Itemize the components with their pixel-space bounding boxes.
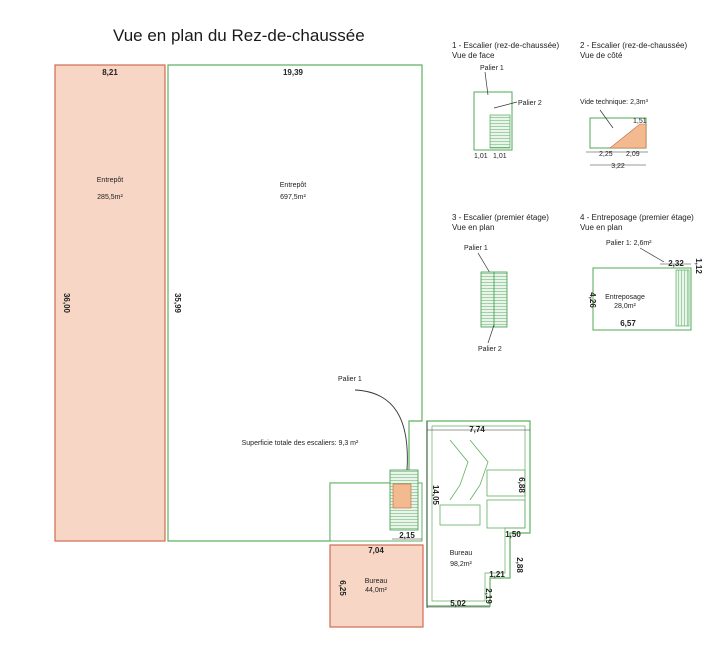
detail4-area: 28,0m²: [614, 303, 636, 310]
detail2-h: 1,51: [633, 118, 647, 125]
entrepot-main-length: 35,99: [173, 293, 182, 314]
detail4-d1: 2,32: [668, 259, 684, 268]
detail4-h: 4,26: [588, 292, 597, 308]
detail-3: 3 - Escalier (premier étage) Vue en plan…: [452, 213, 549, 353]
detail4-palier: Palier 1: 2,6m²: [606, 240, 652, 247]
detail-4: 4 - Entreposage (premier étage) Vue en p…: [580, 213, 703, 331]
detail3-title: 3 - Escalier (premier étage): [452, 213, 549, 222]
detail1-subtitle: Vue de face: [452, 51, 495, 60]
bureau-small-area: 44,0m²: [365, 587, 387, 594]
entrepot-main-room: 19,39 Entrepôt 697,5m² 35,99: [167, 64, 423, 542]
detail3-palier1: Palier 1: [464, 245, 488, 252]
dim-top: 7,74: [469, 425, 485, 434]
bureau-large-room: [426, 420, 531, 607]
bureau-large-name: Bureau: [450, 550, 473, 557]
palier-leader-line: [354, 389, 408, 471]
stairs-total-label: Superficie totale des escaliers: 9,3 m²: [242, 440, 359, 447]
dim-219: 2,19: [484, 588, 493, 604]
bureau-small-height: 6,25: [338, 580, 347, 596]
detail2-subtitle: Vue de côté: [580, 51, 623, 60]
stair-dim: 2,15: [399, 531, 415, 540]
palier-label: Palier 1: [338, 376, 362, 383]
dim-right: 6,88: [517, 477, 526, 493]
bureau-small-name: Bureau: [365, 578, 388, 585]
entrepot-left-width: 8,21: [102, 68, 118, 77]
detail1-dim-a: 1,01: [474, 153, 488, 160]
detail1-title: 1 - Escalier (rez-de-chaussée): [452, 41, 559, 50]
entrepot-left-length: 36,00: [62, 293, 71, 314]
dim-502: 5,02: [450, 599, 466, 608]
bureau-large-area: 98,2m²: [450, 561, 472, 568]
detail4-name: Entreposage: [605, 294, 645, 301]
entrepot-main-name: Entrepôt: [280, 182, 307, 189]
detail-1: 1 - Escalier (rez-de-chaussée) Vue de fa…: [452, 41, 559, 160]
page-title: Vue en plan du Rez-de-chaussée: [113, 26, 365, 45]
detail4-subtitle: Vue en plan: [580, 223, 622, 232]
detail3-subtitle: Vue en plan: [452, 223, 494, 232]
detail2-vide: Vide technique: 2,3m³: [580, 99, 649, 106]
dim-121: 1,21: [489, 570, 505, 579]
detail2-total: 3,22: [611, 163, 625, 170]
detail3-palier2: Palier 2: [478, 346, 502, 353]
bureau-small-room: 7,04 6,25 Bureau 44,0m²: [329, 544, 424, 628]
detail1-dim-b: 1,01: [493, 153, 507, 160]
bureau-small-width: 7,04: [368, 546, 384, 555]
detail4-w: 6,57: [620, 319, 636, 328]
dim-left: 14,05: [431, 485, 440, 506]
detail1-palier2: Palier 2: [518, 100, 542, 107]
detail1-palier1: Palier 1: [480, 65, 504, 72]
dim-288: 2,88: [515, 557, 524, 573]
detail2-d2: 2,09: [626, 151, 640, 158]
dim-150: 1,50: [505, 530, 521, 539]
detail2-d1: 2,25: [599, 151, 613, 158]
detail4-title: 4 - Entreposage (premier étage): [580, 213, 694, 222]
entrepot-left-area: 285,5m²: [97, 194, 123, 201]
detail-2: 2 - Escalier (rez-de-chaussée) Vue de cô…: [580, 41, 687, 170]
detail4-d2: 1,12: [694, 258, 703, 274]
entrepot-left-name: Entrepôt: [97, 177, 124, 184]
main-stair-area: 2,15 Palier 1 Superficie totale des esca…: [242, 376, 423, 542]
entrepot-main-width: 19,39: [283, 68, 304, 77]
entrepot-left-room: 8,21 Entrepôt 285,5m² 36,00: [54, 64, 166, 542]
entrepot-main-area: 697,5m²: [280, 194, 306, 201]
detail2-title: 2 - Escalier (rez-de-chaussée): [580, 41, 687, 50]
